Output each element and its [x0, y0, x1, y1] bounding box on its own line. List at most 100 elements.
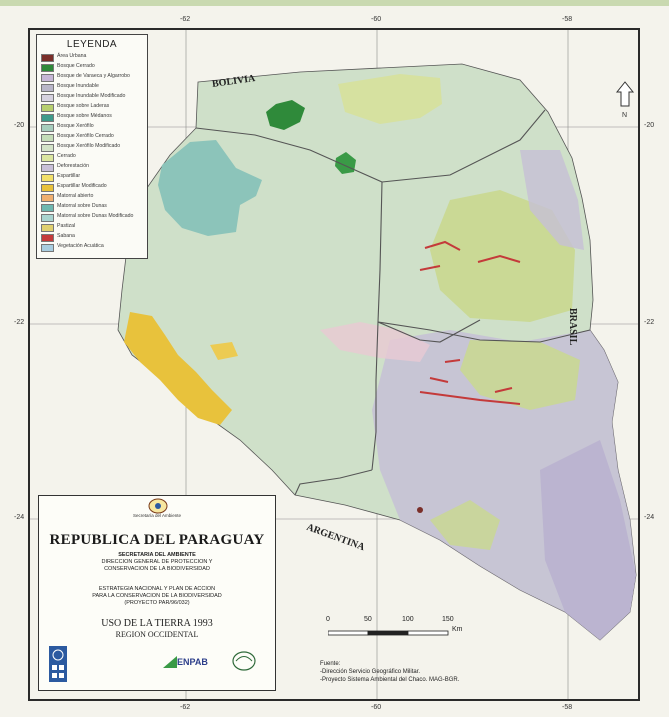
legend-swatch — [41, 64, 54, 72]
sabana-streak-7 — [444, 359, 461, 363]
legend-item: Bosque Inundable — [41, 83, 143, 92]
sabana-streaks — [419, 240, 521, 405]
legend-item-label: Bosque sobre Médanos — [57, 113, 112, 119]
map-frame — [28, 28, 640, 701]
olive-cerrado-north — [338, 74, 442, 124]
legend-item: Espartillar Modificado — [41, 183, 143, 192]
legend-swatch — [41, 214, 54, 222]
scale-label-50: 50 — [364, 616, 372, 623]
legend-item: Bosque sobre Médanos — [41, 113, 143, 122]
institution-line-1: SECRETARIA DEL AMBIENTE — [118, 552, 196, 558]
scale-bar: 0 50 100 150 Km — [326, 616, 468, 644]
sabana-streak-6 — [494, 387, 513, 393]
lat-tick-24-right: -24 — [644, 514, 655, 521]
secretaria-label: Secretaría del Ambiente — [132, 513, 182, 518]
legend-item: Matorral abierto — [41, 193, 143, 202]
lon-tick-58-bottom: -58 — [562, 704, 573, 711]
legend-swatch — [41, 124, 54, 132]
legend-item-label: Bosque de Varaeca y Algarrobo — [57, 73, 130, 79]
scale-label-0: 0 — [326, 616, 330, 623]
legend-item-label: Bosque Inundable — [57, 83, 99, 89]
legend-swatch — [41, 134, 54, 142]
legend-item: Bosque Cerrado — [41, 63, 143, 72]
legend-swatch — [41, 164, 54, 172]
legend-item: Espartillar — [41, 173, 143, 182]
sabana-streak-5 — [429, 377, 449, 383]
legend-item-label: Área Urbana — [57, 53, 87, 59]
yellow-espartillar-west — [124, 312, 232, 425]
legend-item: Sabana — [41, 233, 143, 242]
legend-item: Cerrado — [41, 153, 143, 162]
boundary-central — [371, 181, 383, 471]
purple-south-tip — [540, 440, 636, 640]
legend-item: Pastizal — [41, 223, 143, 232]
institution-line-2: DIRECCION GENERAL DE PROTECCION Y — [101, 559, 213, 565]
legend-item-label: Bosque Cerrado — [57, 63, 95, 69]
legend-swatch — [41, 114, 54, 122]
title-block: Secretaría del Ambiente REPUBLICA DEL PA… — [38, 495, 276, 691]
olive-southeast — [430, 500, 500, 550]
legend-item: Matorral sobre Dunas — [41, 203, 143, 212]
legend-swatch — [41, 154, 54, 162]
legend-swatch — [41, 234, 54, 242]
enpab-label: ENPAB — [177, 657, 208, 667]
legend-item-label: Matorral abierto — [57, 193, 94, 199]
legend-item: Matorral sobre Dunas Modificado — [41, 213, 143, 222]
legend-swatch — [41, 54, 54, 62]
legend-item-label: Espartillar Modificado — [57, 183, 107, 189]
lon-tick-60-bottom: -60 — [371, 704, 382, 711]
boundary-north — [195, 127, 383, 183]
legend-item: Bosque de Varaeca y Algarrobo — [41, 73, 143, 82]
legend-item-label: Vegetación Acuática — [57, 243, 104, 249]
legend-swatch — [41, 204, 54, 212]
legend-swatch — [41, 84, 54, 92]
north-arrow — [615, 81, 635, 107]
legend-item-label: Bosque sobre Laderas — [57, 103, 110, 109]
scale-bar-graphic — [327, 630, 449, 636]
legend-swatch — [41, 74, 54, 82]
legend-item: Bosque Xerófilo Cerrado — [41, 133, 143, 142]
legend-item: Bosque Inundable Modificado — [41, 93, 143, 102]
legend-item: Vegetación Acuática — [41, 243, 143, 252]
project-line-3: (PROYECTO PAR/96/032) — [124, 600, 190, 606]
department-boundaries — [195, 109, 591, 496]
scale-label-100: 100 — [402, 616, 414, 623]
country-title: REPUBLICA DEL PARAGUAY — [49, 532, 265, 548]
legend-swatch — [41, 194, 54, 202]
source-line-2: -Proyecto Sistema Ambiental del Chaco. M… — [320, 677, 460, 683]
legend-item-label: Sabana — [57, 233, 75, 239]
project-line-2: PARA LA CONSERVACION DE LA BIODIVERSIDAD — [92, 593, 222, 599]
source-line-1: -Dirección Servicio Geográfico Militar. — [320, 669, 421, 675]
institution-line-3: CONSERVACION DE LA BIODIVERSIDAD — [104, 566, 210, 572]
lat-tick-24: -24 — [14, 514, 25, 521]
source-notes: Fuente: -Dirección Servicio Geográfico M… — [320, 660, 459, 684]
legend-item: Bosque Xerófilo — [41, 123, 143, 132]
legend-item: Área Urbana — [41, 53, 143, 62]
lon-tick-58: -58 — [562, 16, 573, 23]
boundary-southeast — [377, 319, 481, 343]
lat-tick-20: -20 — [14, 122, 25, 129]
sabana-streak-3 — [419, 265, 441, 271]
sabana-streak-2 — [477, 254, 521, 263]
lon-tick-60: -60 — [371, 16, 382, 23]
coat-of-arms-icon — [148, 498, 168, 514]
legend-item-label: Cerrado — [57, 153, 76, 159]
yellow-patch-small — [210, 342, 238, 360]
legend-item-label: Deforestación — [57, 163, 90, 169]
legend-item-label: Matorral sobre Dunas — [57, 203, 107, 209]
lat-tick-22: -22 — [14, 319, 25, 326]
green-forest-north — [266, 100, 305, 130]
lon-tick-62: -62 — [180, 16, 191, 23]
legend-item: Deforestación — [41, 163, 143, 172]
scale-label-150: 150 — [442, 616, 454, 623]
lat-tick-20-right: -20 — [644, 122, 655, 129]
sabana-streak-4 — [419, 391, 521, 405]
source-title: Fuente: — [320, 661, 341, 667]
legend-item: Bosque Xerófilo Modificado — [41, 143, 143, 152]
top-border-strip — [0, 0, 669, 6]
scale-unit: Km — [452, 626, 463, 633]
undp-logo-icon — [49, 646, 67, 682]
